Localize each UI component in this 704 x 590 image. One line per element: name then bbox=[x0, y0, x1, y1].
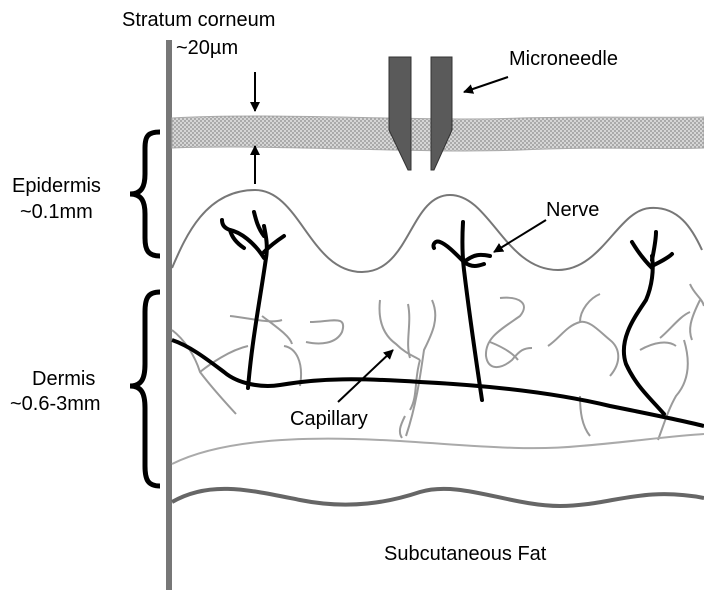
subcutaneous-fat-boundary bbox=[172, 489, 704, 506]
nerve-label: Nerve bbox=[546, 199, 599, 221]
subcutaneous-fat-label: Subcutaneous Fat bbox=[384, 543, 547, 565]
epidermis-thickness: ~0.1mm bbox=[20, 201, 93, 223]
stratum-corneum-thickness: ~20µm bbox=[176, 37, 238, 59]
dermis-thickness: ~0.6-3mm bbox=[10, 393, 101, 415]
capillary-arrow bbox=[338, 350, 393, 402]
dermis-lower-boundary bbox=[172, 434, 704, 464]
epidermis-brace bbox=[130, 132, 160, 256]
stratum-corneum-label: Stratum corneum bbox=[122, 9, 275, 31]
microneedle-arrow bbox=[464, 77, 508, 92]
epidermis-label: Epidermis bbox=[12, 175, 101, 197]
microneedle-label: Microneedle bbox=[509, 48, 618, 70]
dermis-label: Dermis bbox=[32, 368, 95, 390]
microneedle-right bbox=[431, 57, 452, 170]
dermis-brace bbox=[130, 292, 160, 486]
capillary-label: Capillary bbox=[290, 408, 368, 430]
epidermis-dermis-boundary bbox=[172, 190, 702, 272]
microneedle-left bbox=[389, 57, 411, 170]
